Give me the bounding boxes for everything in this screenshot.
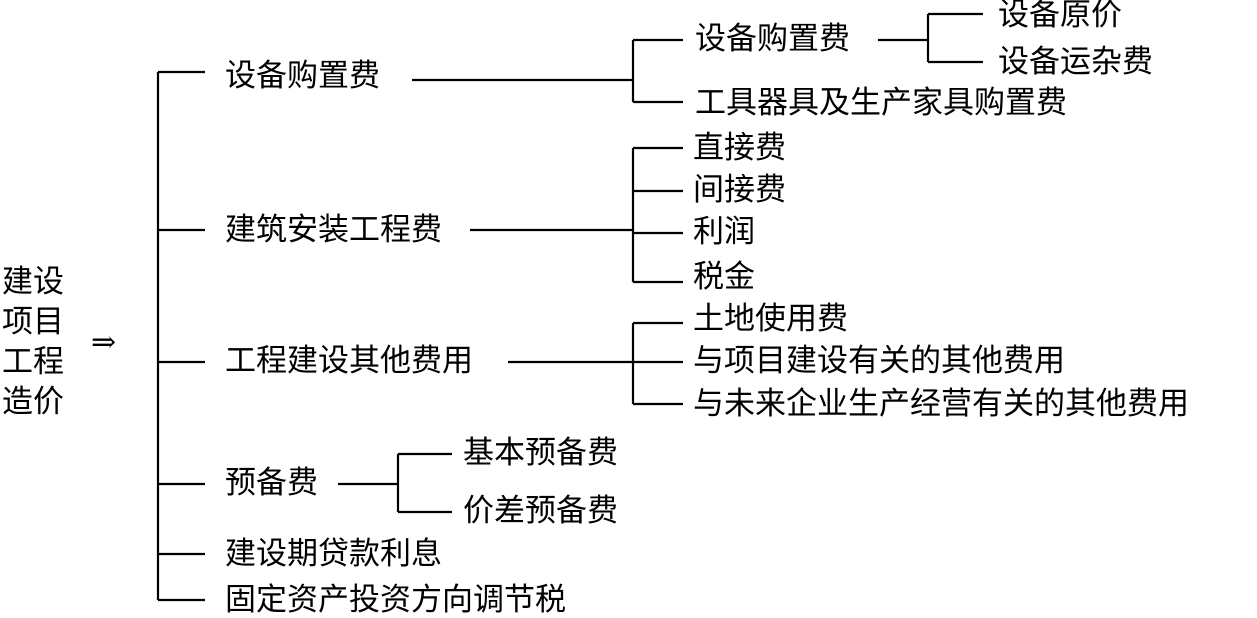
level1-construction-install: 建筑安装工程费: [225, 212, 442, 248]
construction-child-tax: 税金: [693, 259, 755, 295]
equipment-child-equipment-purchase: 设备购置费: [695, 21, 850, 57]
reserve-child-basic: 基本预备费: [463, 435, 618, 471]
level1-reserve: 预备费: [225, 465, 318, 501]
root-line-2: 项目: [2, 304, 64, 340]
root-line-4: 造价: [2, 384, 64, 420]
construction-child-indirect: 间接费: [693, 172, 786, 208]
root-line-1: 建设: [2, 264, 64, 300]
level1-other-costs: 工程建设其他费用: [225, 343, 473, 379]
other-child-land-use: 土地使用费: [693, 301, 848, 337]
equipment-child-tools: 工具器具及生产家具购置费: [695, 85, 1067, 121]
reserve-child-price-difference: 价差预备费: [463, 493, 618, 529]
level1-equipment-purchase: 设备购置费: [225, 58, 380, 94]
other-child-project-related: 与项目建设有关的其他费用: [693, 343, 1065, 379]
root-line-3: 工程: [2, 344, 64, 380]
equipment-sub-transport: 设备运杂费: [998, 44, 1153, 80]
construction-child-direct: 直接费: [693, 130, 786, 166]
equipment-sub-original-price: 设备原价: [998, 0, 1122, 33]
construction-child-profit: 利润: [693, 214, 755, 250]
root-label: 建设 项目 工程 造价: [2, 262, 72, 422]
double-arrow-icon: ⇒: [91, 325, 117, 360]
level1-construction-loan-interest: 建设期贷款利息: [225, 536, 442, 572]
level1-fixed-asset-tax: 固定资产投资方向调节税: [225, 582, 566, 618]
other-child-future-operations: 与未来企业生产经营有关的其他费用: [693, 386, 1189, 422]
